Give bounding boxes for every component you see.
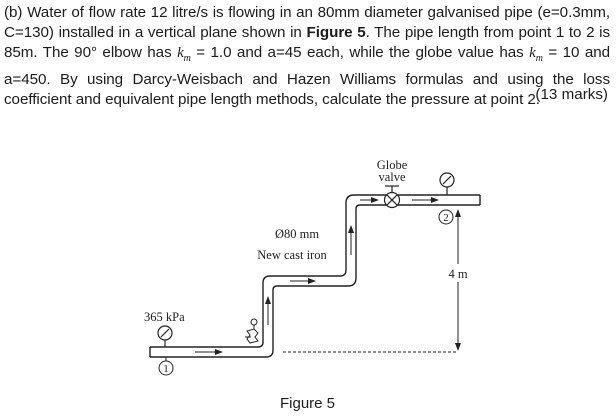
pressure-gauge-2-icon	[439, 172, 455, 195]
question-part: (b)	[4, 4, 23, 21]
km-symbol-1: km	[177, 45, 191, 65]
question-text-1: Water of flow rate 12 litre/s is flowing…	[4, 4, 611, 42]
pipe-label-1: Ø80 mm	[275, 227, 319, 241]
pressure-label: 365 kPa	[144, 310, 185, 324]
globe-valve-label-1: Globe	[377, 158, 408, 172]
pipe	[149, 194, 481, 358]
question-text: (b) Water of flow rate 12 litre/s is flo…	[4, 3, 610, 110]
question-text-2: . The pipe length from point 1 to 2 is 8…	[4, 24, 610, 62]
pipe-label-2: New cast iron	[257, 248, 327, 262]
figure-reference: Figure 5	[306, 24, 366, 42]
question-text-4: = 10 and a=450. By using Darcy-Weisbach …	[4, 44, 611, 108]
marks-label: (13 marks)	[535, 86, 608, 103]
point-1-marker: 1	[158, 357, 174, 376]
point-2-marker: 2	[438, 209, 454, 225]
flow-arrows	[195, 197, 439, 355]
question-text-3: = 1.0 and a=45 each, while the globe val…	[196, 44, 524, 62]
globe-valve-label-2: valve	[378, 170, 406, 184]
svg-text:2: 2	[443, 212, 449, 224]
pressure-gauge-1-icon	[157, 325, 173, 347]
pump-icon	[245, 318, 259, 344]
globe-valve-icon	[383, 185, 401, 209]
figure-caption: Figure 5	[280, 395, 336, 412]
km-symbol-2: km	[529, 45, 543, 65]
height-label: 4 m	[448, 267, 467, 281]
svg-text:1: 1	[163, 363, 169, 375]
